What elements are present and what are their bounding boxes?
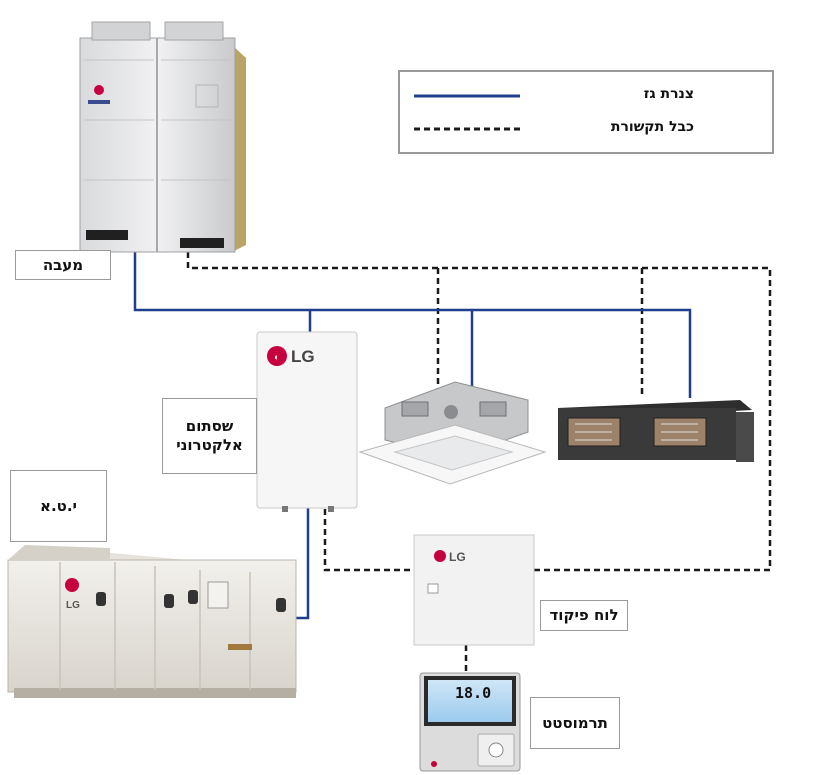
control-panel-logo-text: LG: [449, 550, 466, 564]
cassette-unit-icon: [358, 381, 547, 485]
thermostat-icon: 18.0: [419, 672, 521, 772]
electronic-valve-icon: ◐ LG: [256, 331, 358, 512]
thermostat-label: תרמוסטט: [530, 697, 620, 749]
gas-pipe: [133, 252, 692, 620]
ahu-label: י.ט.א: [10, 470, 107, 542]
electronic-valve-label-line2: אלקטרוני: [176, 436, 243, 454]
legend-comm-cable-label: כבל תקשורת: [610, 119, 694, 135]
communication-cable: [186, 252, 772, 672]
gas-pipe-main: [133, 252, 692, 398]
control-panel-icon: LG: [413, 534, 535, 646]
valve-logo-glyph: ◐: [274, 352, 279, 362]
outdoor-unit-label: מעבה: [15, 250, 111, 280]
ahu-logo-text: LG: [66, 600, 80, 611]
electronic-valve-label: שסתום אלקטרוני: [162, 398, 257, 474]
gas-pipe-valve-to-ahu: [296, 508, 310, 620]
control-panel-label: לוח פיקוד: [540, 600, 628, 631]
comm-cable-main: [186, 252, 772, 572]
ahu-icon: LG: [7, 545, 297, 698]
legend-swatches: [414, 94, 520, 131]
legend-gas-pipe-label: צנרת גז: [643, 86, 694, 102]
thermostat-temperature: 18.0: [455, 684, 491, 702]
electronic-valve-label-line1: שסתום: [185, 417, 234, 436]
duct-unit-icon: [558, 400, 754, 462]
valve-logo-text: LG: [291, 347, 315, 366]
outdoor-unit-icon: [79, 21, 246, 253]
legend: צנרת גז כבל תקשורת: [398, 70, 774, 154]
